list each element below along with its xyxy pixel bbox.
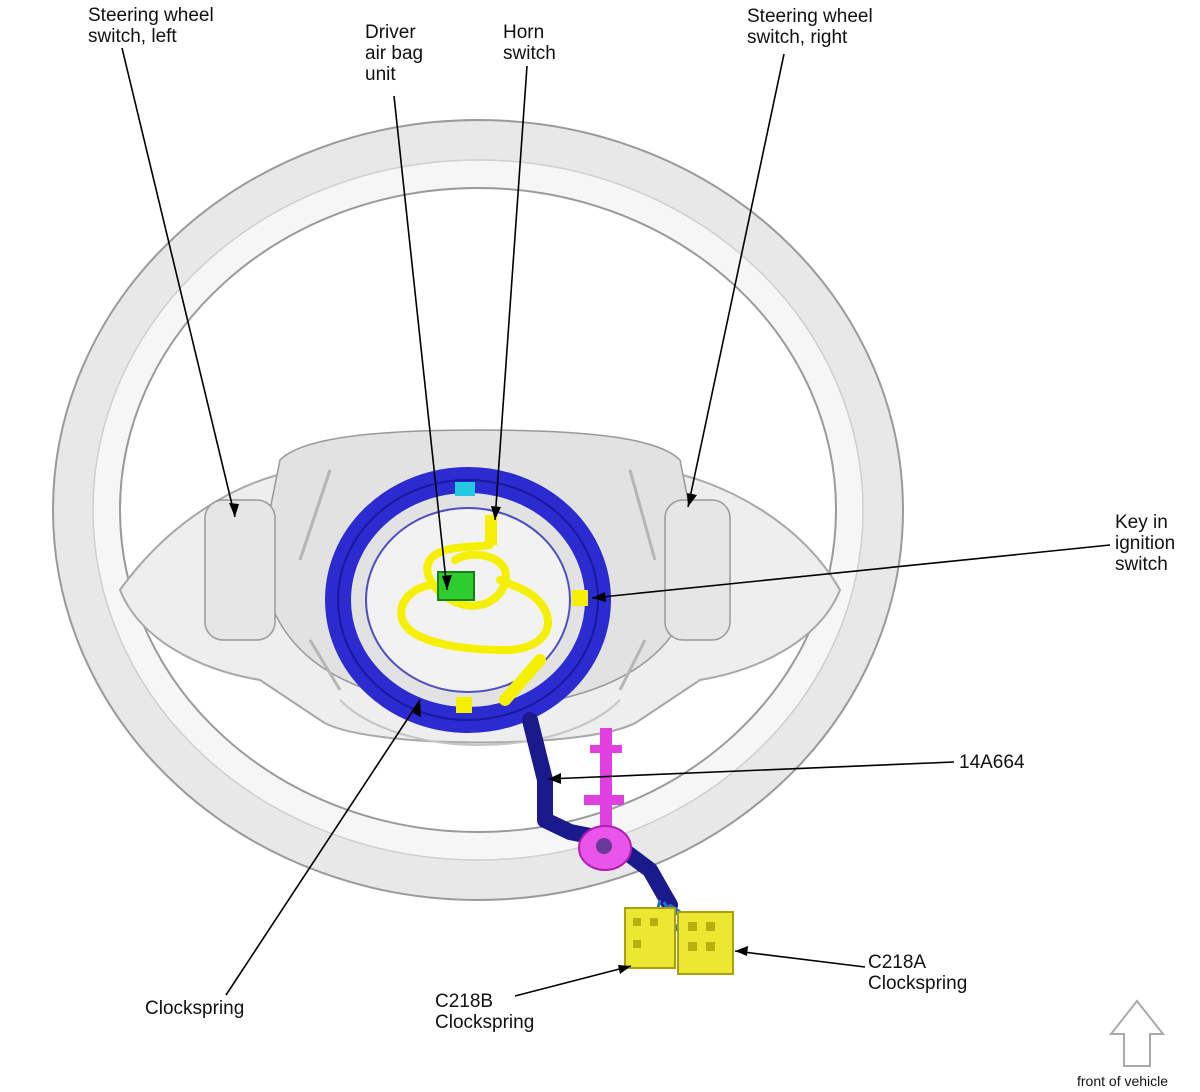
label-horn-switch: Horn switch — [503, 22, 556, 64]
horn-switch-wire — [397, 515, 553, 706]
front-of-vehicle-arrow-icon — [1108, 999, 1166, 1067]
label-front-of-vehicle: front of vehicle — [1077, 1073, 1169, 1089]
connector-c218a — [677, 911, 734, 975]
label-steering-switch-left: Steering wheel switch, left — [88, 5, 214, 47]
ignition-key — [578, 728, 632, 871]
label-clockspring: Clockspring — [145, 998, 245, 1019]
leader-arrowheads — [229, 493, 748, 974]
label-c218b-clockspring: C218B Clockspring — [435, 991, 535, 1033]
label-c218a-clockspring: C218A Clockspring — [868, 952, 968, 994]
label-steering-switch-right: Steering wheel switch, right — [747, 6, 873, 48]
label-part-number: 14A664 — [959, 752, 1025, 773]
label-driver-airbag-unit: Driver air bag unit — [365, 22, 424, 85]
leader-lines — [121, 47, 1111, 997]
label-key-in-ignition: Key in ignition switch — [1115, 512, 1176, 575]
connector-c218b — [624, 907, 676, 969]
